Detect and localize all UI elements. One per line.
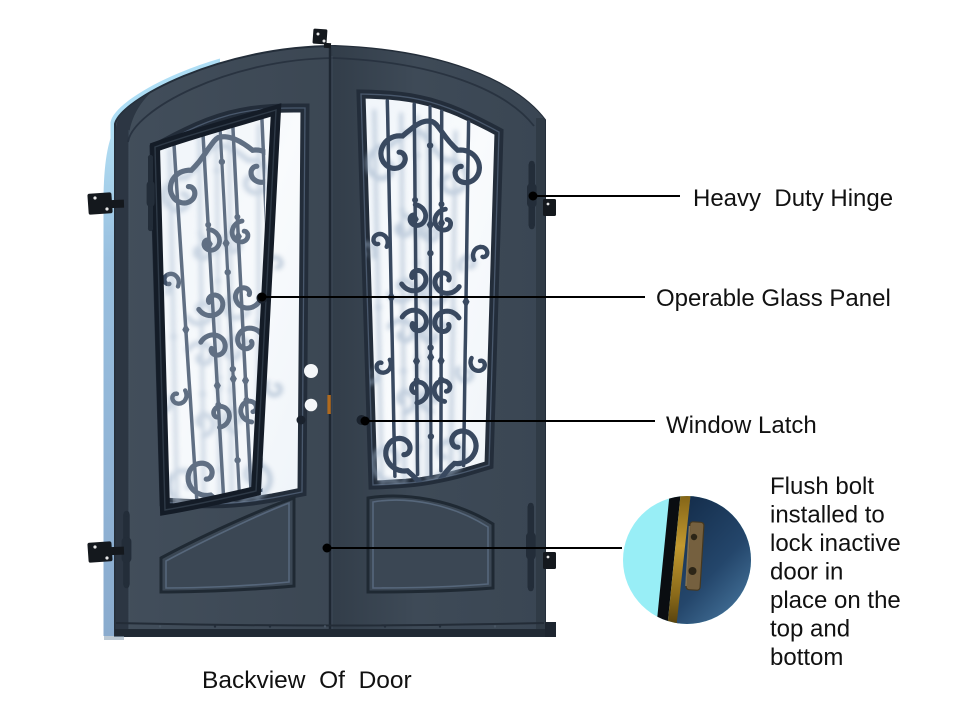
svg-text:installed to: installed to bbox=[770, 502, 885, 529]
svg-text:Operable Glass Panel: Operable Glass Panel bbox=[656, 285, 891, 312]
svg-text:bottom: bottom bbox=[770, 644, 843, 671]
svg-text:Flush bolt: Flush bolt bbox=[770, 473, 874, 500]
svg-text:Heavy Duty Hinge: Heavy Duty Hinge bbox=[693, 185, 893, 212]
svg-text:Backview Of Door: Backview Of Door bbox=[202, 667, 412, 694]
svg-text:top and: top and bbox=[770, 616, 850, 643]
svg-text:door in: door in bbox=[770, 559, 843, 586]
svg-text:Window Latch: Window Latch bbox=[666, 412, 817, 439]
svg-text:lock inactive: lock inactive bbox=[770, 530, 901, 557]
svg-text:place on the: place on the bbox=[770, 587, 901, 614]
